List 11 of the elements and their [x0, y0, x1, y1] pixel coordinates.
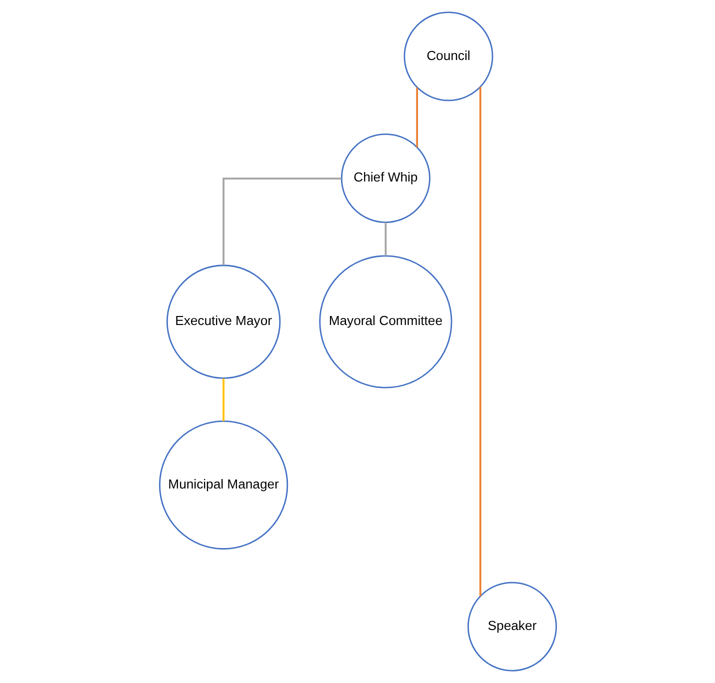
node-circle: Mayoral Committee: [318, 255, 452, 388]
connector: [222, 178, 341, 266]
node-circle: Speaker: [466, 582, 556, 672]
connector: [416, 87, 418, 148]
node-circle: Executive Mayor: [166, 264, 280, 379]
node-circle: Chief Whip: [340, 133, 430, 223]
connector: [222, 378, 224, 422]
node-circle: Council: [403, 12, 493, 102]
node-circle: Municipal Manager: [158, 420, 288, 550]
connector: [478, 87, 481, 596]
connector: [384, 222, 386, 256]
